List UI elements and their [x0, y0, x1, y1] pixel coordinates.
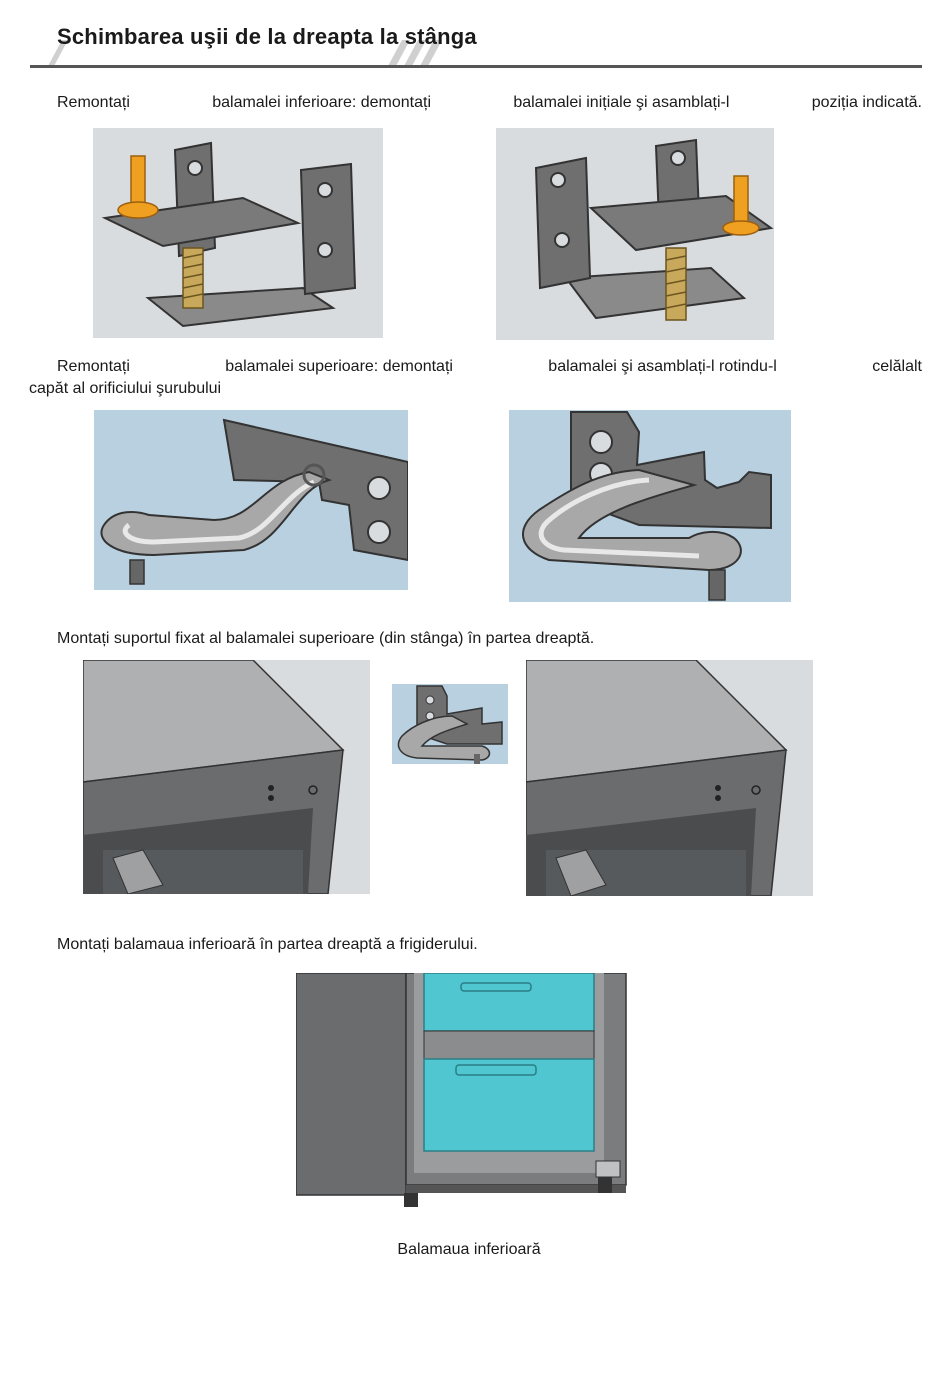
step-1-segment: poziția indicată.: [811, 94, 922, 111]
step-2-text: Remontați balamalei superioare: demontaț…: [57, 356, 922, 377]
fridge-top-before-image: [83, 660, 370, 894]
lower-hinge-original-image: [93, 128, 383, 338]
upper-hinge-mirrored-image: [509, 410, 791, 602]
step-1-segment: Remontați: [57, 94, 130, 111]
header-stripes-decoration: [48, 40, 442, 66]
step-1-segment: balamalei inferioare: demontați: [212, 94, 432, 111]
fridge-top-after-image: [526, 660, 813, 896]
step-4-text: Montați balamaua inferioară în partea dr…: [57, 936, 478, 953]
step-2-continuation: capăt al orificiului şurubului: [29, 380, 222, 397]
page-header: Schimbarea uşii de la dreapta la stânga: [30, 18, 922, 68]
step-3-text: Montați suportul fixat al balamalei supe…: [57, 630, 595, 647]
step-2-segment: balamalei şi asamblați-l rotindu-l: [548, 358, 777, 375]
step-1-segment: balamalei inițiale şi asamblați-l: [513, 94, 730, 111]
step-2-segment: balamalei superioare: demontați: [225, 358, 453, 375]
page-title: Schimbarea uşii de la dreapta la stânga: [57, 24, 477, 49]
fridge-bottom-hinge-image: [296, 973, 655, 1225]
header-divider: [30, 65, 922, 68]
upper-hinge-original-image: [94, 410, 408, 590]
step-2-segment: celălalt: [872, 358, 922, 375]
figure-caption: Balamaua inferioară: [397, 1241, 541, 1258]
lower-hinge-mirrored-image: [496, 128, 774, 340]
upper-hinge-bracket-thumbnail: [392, 684, 508, 764]
step-1-text: Remontați balamalei inferioare: demontaț…: [57, 92, 922, 113]
step-2-segment: Remontați: [57, 358, 130, 375]
